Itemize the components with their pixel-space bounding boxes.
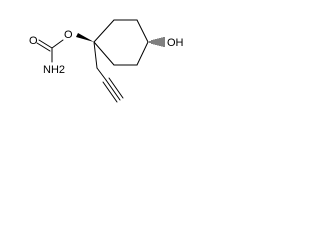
molecule-structure: O O NH2 OH xyxy=(29,19,184,103)
atom-label-hydroxyl: OH xyxy=(167,37,184,49)
bond-c1-ch2 xyxy=(93,41,98,69)
double-bond-c-o-b xyxy=(36,42,51,52)
triple-bond-1 xyxy=(105,79,121,101)
ring-bond-c3-c4 xyxy=(136,19,149,43)
atom-label-ester-oxygen: O xyxy=(64,29,73,41)
triple-bond-3 xyxy=(102,81,118,103)
bond-o-carbonyl-c xyxy=(51,39,64,49)
ring-bond-c1-c2 xyxy=(93,19,115,43)
atom-label-amine: NH2 xyxy=(43,64,65,76)
wedge-bond-c1-o xyxy=(76,33,94,42)
ring-bond-c6-c1 xyxy=(93,41,115,66)
triple-bond-2 xyxy=(108,77,124,99)
atom-label-carbonyl-oxygen: O xyxy=(29,35,38,47)
double-bond-c-o-a xyxy=(38,39,53,49)
bond-ch2-alkyne xyxy=(96,67,107,81)
ring-bond-c4-c5 xyxy=(136,41,149,66)
hashed-bond-c4-oh xyxy=(149,37,165,47)
